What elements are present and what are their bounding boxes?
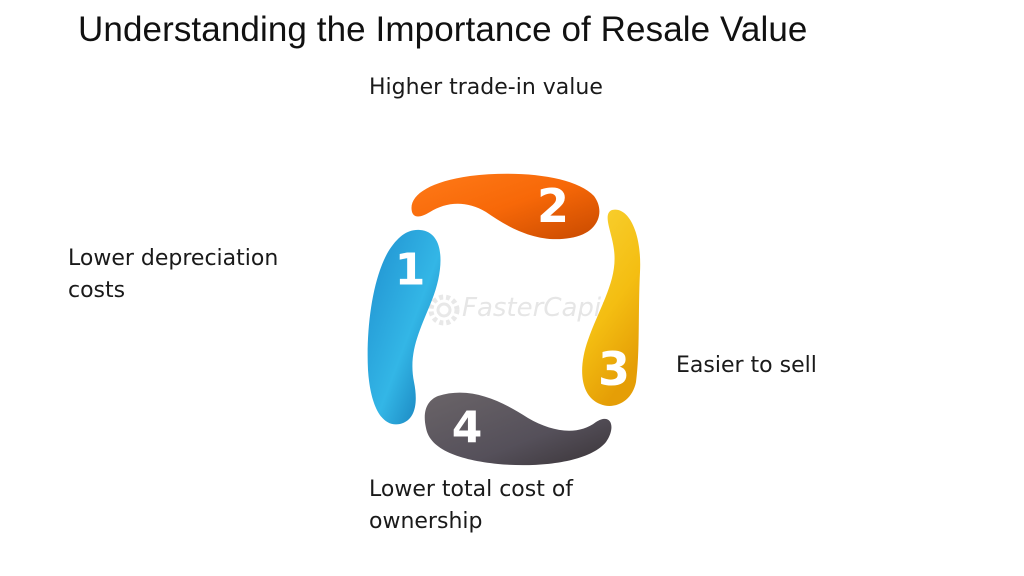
step-2-shape: 2 bbox=[411, 173, 600, 240]
label-line: ownership bbox=[369, 509, 483, 534]
step-1-number: 1 bbox=[395, 245, 426, 296]
label-higher-trade-in-value: Higher trade-in value bbox=[369, 72, 603, 104]
label-lower-depreciation-costs: Lower depreciation costs bbox=[68, 243, 278, 307]
label-line: Lower total cost of bbox=[369, 477, 574, 502]
label-line: Lower depreciation bbox=[68, 246, 279, 271]
step-4-number: 4 bbox=[452, 403, 483, 454]
step-1-shape: 1 bbox=[367, 229, 441, 425]
label-easier-to-sell: Easier to sell bbox=[676, 350, 817, 382]
label-line: costs bbox=[68, 278, 126, 303]
gear-icon bbox=[428, 294, 460, 326]
slide-title: Understanding the Importance of Resale V… bbox=[78, 10, 808, 49]
label-line: Higher trade-in value bbox=[369, 75, 603, 100]
label-line: Easier to sell bbox=[676, 353, 817, 378]
step-3-number: 3 bbox=[598, 342, 630, 396]
step-2-number: 2 bbox=[537, 179, 569, 233]
step-3-shape: 3 bbox=[582, 209, 641, 406]
step-4-shape: 4 bbox=[424, 392, 612, 466]
label-lower-total-cost-of-ownership: Lower total cost of ownership bbox=[369, 474, 573, 538]
